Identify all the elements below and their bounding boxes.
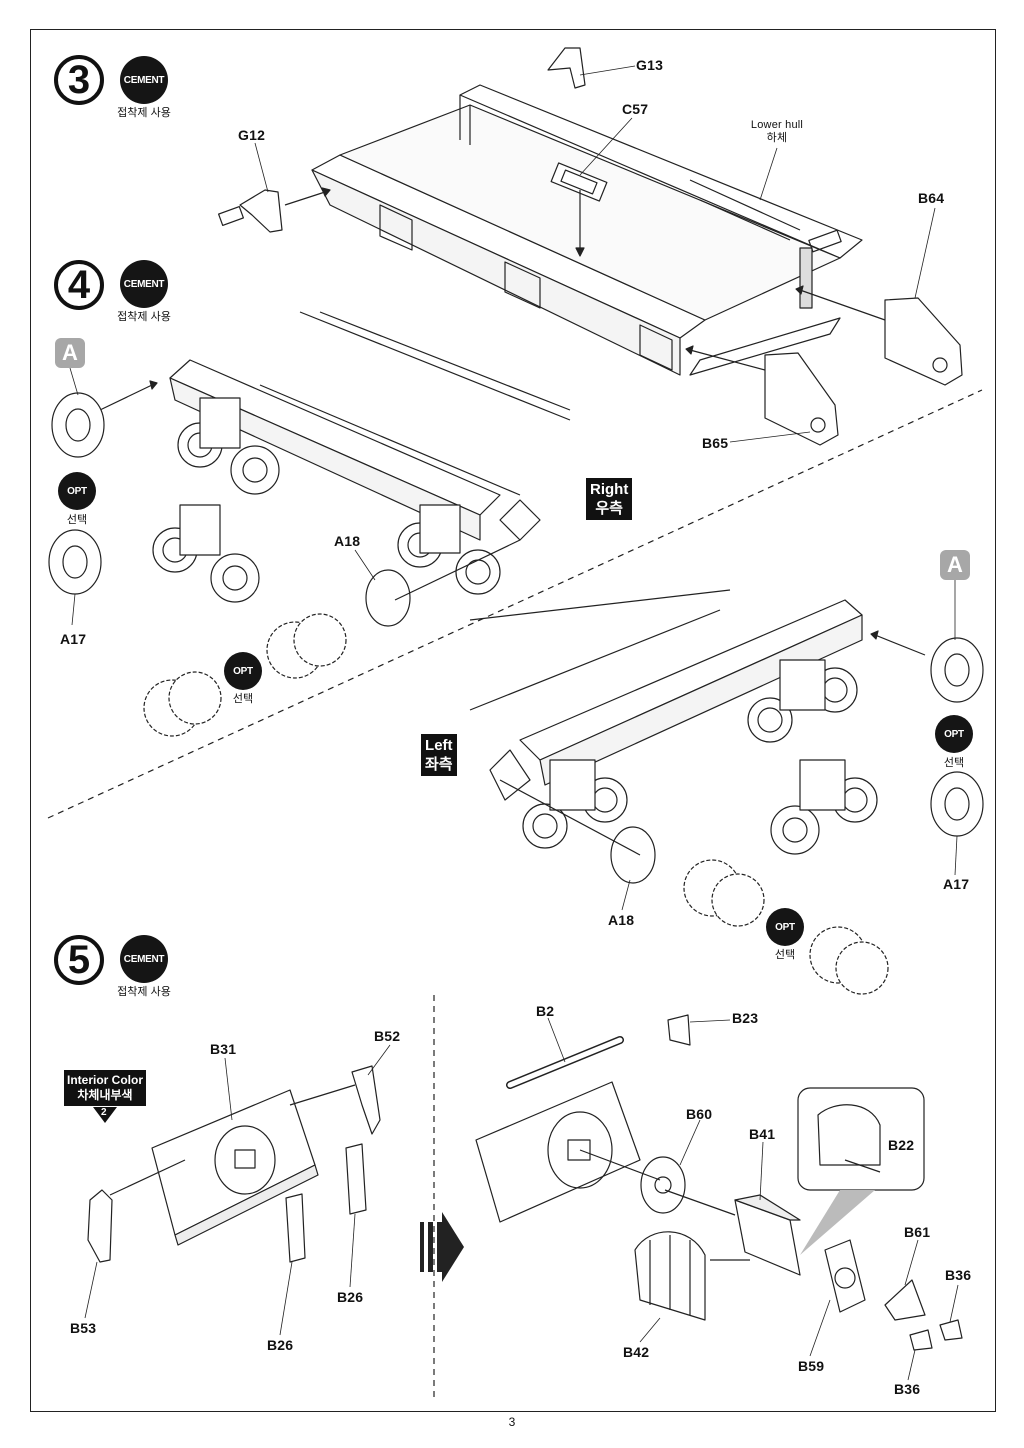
page-frame: [30, 29, 996, 1412]
road-wheel-a17-drawing: [930, 771, 984, 837]
right-side-label-ko: 우측: [595, 500, 623, 517]
opt-caption: 선택: [66, 514, 88, 526]
road-wheel-drawing: [51, 392, 105, 458]
next-step-arrow-icon: [420, 1212, 464, 1282]
part-b65-hole: [810, 417, 826, 433]
left-side-label-ko: 좌측: [425, 756, 453, 773]
part-label-c57: C57: [622, 101, 649, 117]
marker-a-icon: A: [55, 338, 85, 368]
part-label-b61: B61: [904, 1224, 931, 1240]
leader-lines: [69, 65, 959, 1381]
part-label-a18: A18: [608, 912, 635, 928]
part-label-g12: G12: [238, 127, 266, 143]
step-number-4: 4: [54, 260, 104, 310]
part-label-b60: B60: [686, 1106, 713, 1122]
interior-color-ko: 차체내부색: [77, 1088, 133, 1102]
lower-hull-drawing: [284, 84, 886, 376]
part-label-g13: G13: [636, 57, 664, 73]
page-number: 3: [508, 1415, 516, 1429]
idler-axle: [499, 779, 641, 856]
color-number: 2: [101, 1107, 107, 1118]
part-g12-drawing: [218, 189, 283, 233]
right-side-label-en: Right: [590, 481, 629, 498]
lower-hull-label: Lower hull 하체: [745, 119, 809, 145]
detail-inset-pointer: [800, 1190, 875, 1255]
left-chassis-drawing: [469, 589, 926, 855]
opt-caption: 선택: [232, 693, 254, 705]
interior-color-label: Interior Color 차체내부색: [64, 1070, 146, 1106]
color-number-icon: 2: [93, 1107, 117, 1123]
part-b65-drawing: [764, 352, 839, 446]
right-chassis-drawing: [99, 311, 571, 603]
opt-icon: OPT: [766, 908, 804, 946]
part-label-b52: B52: [374, 1028, 401, 1044]
road-wheel-a17-drawing: [48, 529, 102, 595]
part-label-b53: B53: [70, 1320, 97, 1336]
road-wheel-hub: [944, 653, 970, 687]
cement-caption: 접착제 사용: [117, 986, 171, 998]
part-label-a17: A17: [60, 631, 87, 647]
cement-caption: 접착제 사용: [117, 107, 171, 119]
opt-icon: OPT: [224, 652, 262, 690]
part-label-b23: B23: [732, 1010, 759, 1026]
cement-caption: 접착제 사용: [117, 311, 171, 323]
detail-part-drawing: [817, 1104, 881, 1166]
road-wheel-a17-hub: [944, 787, 970, 821]
part-label-b36-second: B36: [894, 1381, 921, 1397]
opt-caption: 선택: [943, 757, 965, 769]
idler-wheel-a18-drawing: [365, 569, 411, 627]
part-label-a17: A17: [943, 876, 970, 892]
part-label-b31: B31: [210, 1041, 237, 1057]
sprocket-drawing: [711, 873, 765, 927]
road-wheel-a17-hub: [62, 545, 88, 579]
part-label-b65: B65: [702, 435, 729, 451]
left-side-label-en: Left: [425, 737, 453, 754]
idler-axle: [394, 539, 521, 601]
part-label-b2: B2: [536, 1003, 555, 1019]
bulkhead-plate-drawing: [87, 1065, 381, 1263]
step-number-3: 3: [54, 55, 104, 105]
idler-wheel-a18-drawing: [610, 826, 656, 884]
part-label-b22: B22: [888, 1137, 915, 1153]
transmission-assembly-drawing: [475, 1014, 963, 1351]
right-side-label: Right 우측: [586, 478, 633, 520]
opt-icon: OPT: [58, 472, 96, 510]
part-b64-drawing: [884, 297, 963, 386]
sprocket-drawing: [293, 613, 347, 667]
road-wheel-drawing: [930, 637, 984, 703]
lower-hull-label-en: Lower hull: [750, 119, 804, 131]
part-label-b59: B59: [798, 1358, 825, 1374]
sprocket-alt-drawing: [835, 941, 889, 995]
interior-color-en: Interior Color: [66, 1073, 143, 1087]
opt-caption: 선택: [774, 949, 796, 961]
cement-icon: CEMENT: [120, 56, 168, 104]
opt-icon: OPT: [935, 715, 973, 753]
cement-icon: CEMENT: [120, 260, 168, 308]
marker-a-icon: A: [940, 550, 970, 580]
part-label-b26-second: B26: [267, 1337, 294, 1353]
lower-hull-label-ko: 하체: [766, 132, 788, 144]
part-label-b42: B42: [623, 1344, 650, 1360]
road-wheel-hub: [65, 408, 91, 442]
left-side-label: Left 좌측: [421, 734, 457, 776]
part-label-b64: B64: [918, 190, 945, 206]
part-label-b26: B26: [337, 1289, 364, 1305]
detail-pin-b22: [844, 1159, 881, 1173]
part-b64-hole: [932, 357, 948, 373]
sprocket-alt-drawing: [168, 671, 222, 725]
part-label-b36: B36: [945, 1267, 972, 1283]
step-number-5: 5: [54, 935, 104, 985]
part-label-b41: B41: [749, 1126, 776, 1142]
part-label-a18: A18: [334, 533, 361, 549]
cement-icon: CEMENT: [120, 935, 168, 983]
part-g13-drawing: [547, 47, 586, 89]
